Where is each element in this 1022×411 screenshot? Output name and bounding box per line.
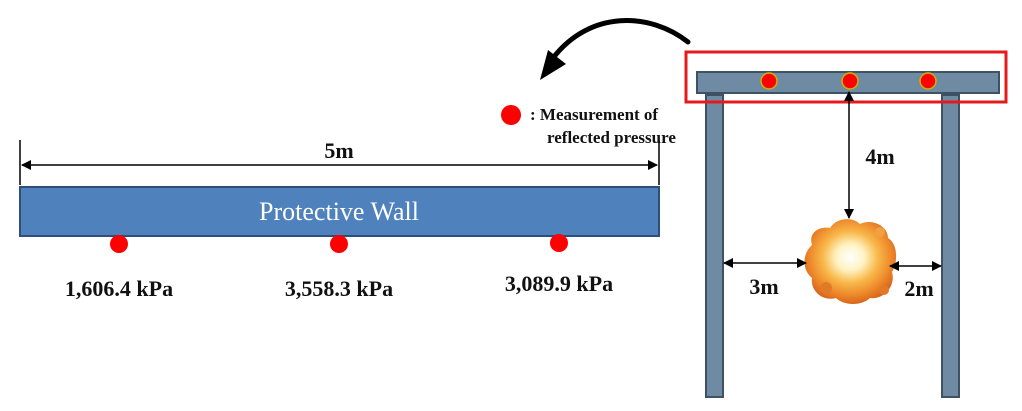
left-distance-label: 3m — [749, 274, 778, 299]
right-column — [941, 94, 960, 398]
red-dot-icon — [760, 72, 778, 90]
pressure-value-3: 3,089.9 kPa — [505, 271, 613, 296]
pressure-value-2: 3,558.3 kPa — [285, 276, 393, 301]
left-column — [705, 94, 724, 398]
vertical-distance-label: 4m — [865, 144, 894, 169]
protective-wall-group: 5m Protective Wall 1,606.4 kPa 3,558.3 k… — [19, 138, 660, 301]
legend-text-line2: reflected pressure — [547, 128, 676, 147]
pressure-sensors — [110, 234, 568, 253]
red-dot-icon — [330, 235, 348, 253]
red-dot-icon — [110, 235, 128, 253]
red-dot-icon — [919, 72, 937, 90]
pressure-value-1: 1,606.4 kPa — [65, 276, 173, 301]
protective-wall-label: Protective Wall — [259, 197, 419, 226]
red-dot-icon — [841, 72, 859, 90]
explosion-icon — [804, 219, 897, 304]
legend: : Measurement of reflected pressure — [501, 105, 676, 147]
red-dot-icon — [550, 234, 568, 252]
right-distance-label: 2m — [904, 276, 933, 301]
curved-arrow-icon — [540, 18, 691, 80]
wall-length-dimension: 5m — [19, 138, 660, 185]
pressure-values: 1,606.4 kPa 3,558.3 kPa 3,089.9 kPa — [65, 271, 613, 301]
wall-length-label: 5m — [324, 138, 353, 163]
slab-sensors — [760, 72, 937, 90]
legend-text-line1: : Measurement of — [530, 105, 658, 124]
frame-setup: 4m 3m 2m — [684, 50, 1008, 398]
red-dot-icon — [501, 105, 521, 125]
